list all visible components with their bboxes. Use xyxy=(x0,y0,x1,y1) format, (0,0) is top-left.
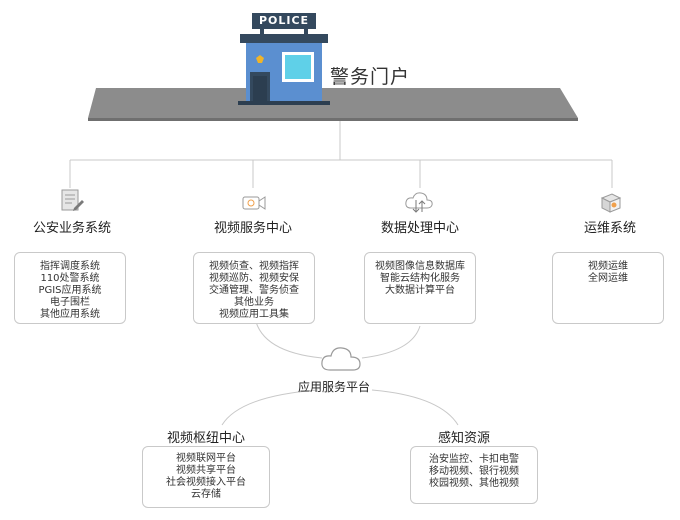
list-item: 指挥调度系统 xyxy=(40,261,100,272)
list-item: PGIS应用系统 xyxy=(38,285,102,296)
list-item: 其他业务 xyxy=(234,297,274,308)
list-item: 视频巡防、视频安保 xyxy=(209,273,299,284)
list-item: 校园视频、其他视频 xyxy=(429,478,519,489)
list-item: 其他应用系统 xyxy=(40,309,100,320)
list-item: 全网运维 xyxy=(588,273,628,284)
document-edit-icon xyxy=(61,189,84,211)
police-sign-text: POLICE xyxy=(258,14,310,27)
list-item: 移动视频、银行视频 xyxy=(429,466,519,477)
system-box-operations: 视频运维 全网运维 xyxy=(552,252,664,324)
list-item: 110处警系统 xyxy=(40,273,100,284)
list-item: 大数据计算平台 xyxy=(385,285,455,296)
system-title-operations: 运维系统 xyxy=(583,221,636,236)
list-item: 视频共享平台 xyxy=(176,465,236,476)
portal-platform-slab xyxy=(88,88,578,118)
system-box-data-processing: 视频图像信息数据库 智能云结构化服务 大数据计算平台 xyxy=(364,252,476,324)
list-item: 云存储 xyxy=(191,489,221,500)
cloud-icon xyxy=(321,347,361,371)
system-title-data-processing: 数据处理中心 xyxy=(380,221,459,236)
system-box-public-security: 指挥调度系统 110处警系统 PGIS应用系统 电子围栏 其他应用系统 xyxy=(14,252,126,324)
list-item: 社会视频接入平台 xyxy=(166,477,246,488)
list-item: 视频图像信息数据库 xyxy=(375,261,465,272)
system-title-sensing-resources: 感知资源 xyxy=(437,431,490,446)
system-title-video-service: 视频服务中心 xyxy=(213,221,292,236)
system-box-video-service: 视频侦查、视频指挥 视频巡防、视频安保 交通管理、警务侦查 其他业务 视频应用工… xyxy=(193,252,315,324)
cloud-sync-icon xyxy=(405,192,433,213)
portal-title: 警务门户 xyxy=(330,66,411,88)
video-camera-icon xyxy=(242,196,266,210)
list-item: 治安监控、卡扣电警 xyxy=(429,454,519,465)
list-item: 视频联网平台 xyxy=(176,453,236,464)
list-item: 视频应用工具集 xyxy=(219,309,289,320)
system-box-video-hub: 视频联网平台 视频共享平台 社会视频接入平台 云存储 xyxy=(142,446,270,508)
police-station-icon xyxy=(238,13,330,105)
list-item: 智能云结构化服务 xyxy=(380,273,460,284)
system-title-video-hub: 视频枢纽中心 xyxy=(166,431,245,446)
list-item: 电子围栏 xyxy=(50,297,90,308)
list-item: 视频侦查、视频指挥 xyxy=(209,261,299,272)
system-box-sensing-resources: 治安监控、卡扣电警 移动视频、银行视频 校园视频、其他视频 xyxy=(410,446,538,504)
system-title-public-security: 公安业务系统 xyxy=(32,221,111,236)
list-item: 视频运维 xyxy=(588,261,628,272)
list-item: 交通管理、警务侦查 xyxy=(209,285,299,296)
platform-title: 应用服务平台 xyxy=(298,380,371,394)
maintenance-box-icon xyxy=(600,193,622,213)
